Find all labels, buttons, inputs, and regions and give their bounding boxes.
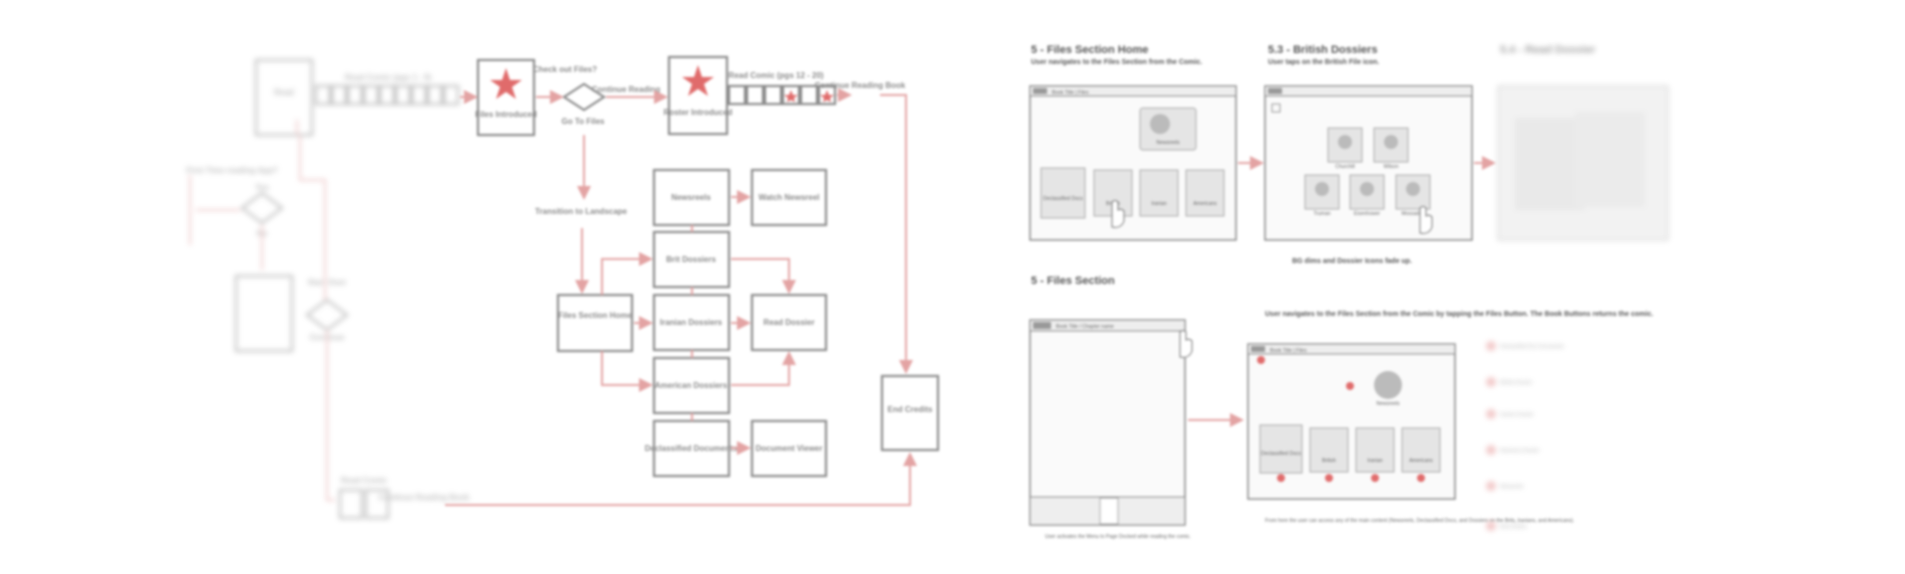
agent-label-4: Mossadeq — [1401, 211, 1424, 217]
first-time-label: First Time reading App? — [186, 166, 278, 175]
annotation-4: Newsreels — [1500, 484, 1524, 490]
continue-reading-book-2-label: Continue Reading Book — [379, 493, 470, 502]
declassified-item: Declassified Docs — [1043, 196, 1083, 202]
film-reel-icon — [1374, 371, 1402, 399]
files-section-home-box — [556, 293, 634, 353]
hand-cursor-icon — [1111, 200, 1125, 228]
agent-label-2: Truman — [1313, 211, 1330, 217]
wireframe-british-dossiers: Churchill Wilson Truman Eisenhower Mossa… — [1264, 85, 1473, 241]
document-viewer-box — [750, 419, 828, 478]
declassified-documents-label: Declassified Documents — [645, 444, 738, 453]
first-time-decision — [240, 191, 284, 225]
newsreels-label: Newsreels — [671, 193, 711, 202]
files-star-icon — [490, 68, 522, 99]
annotation-0: Declassified Doc Documents — [1500, 344, 1564, 350]
watch-newsreel-label: Watch Newsreel — [758, 193, 819, 202]
comic-cover-box — [254, 58, 314, 137]
end-credits-box — [880, 374, 940, 452]
hand-cursor-icon — [1419, 206, 1433, 234]
comic-cover-box-2 — [234, 274, 294, 353]
avatar — [1406, 182, 1420, 196]
iranian-dossiers-label: Iranian Dossiers — [660, 318, 723, 327]
read-comic-3-group: Read Comic Continue Reading Book — [338, 476, 470, 520]
sec4-title: 5 - Files Section — [1031, 275, 1115, 287]
continue-reading-label: Continue Reading — [592, 85, 661, 94]
bg-note: BG dims and Dossier Icons fade up. — [1292, 258, 1412, 265]
british-item-2: British — [1322, 458, 1336, 464]
iranian-item: Iranian — [1151, 201, 1167, 207]
annotation-2: Iranian Dossier — [1500, 412, 1534, 418]
bottom-note: From here the user can access any of the… — [1265, 518, 1574, 524]
continue-reading-book-label: Continue Reading Book — [815, 81, 906, 90]
svg-text:Read: Read — [274, 88, 294, 97]
read-dossier-box — [750, 293, 828, 352]
yes-label: Yes — [255, 183, 269, 192]
iranian-item-2: Iranian — [1367, 458, 1383, 464]
transition-landscape-label: Transition to Landscape — [535, 207, 628, 216]
read-comic-1-label: Read Comic (pgs 1 - 9) — [345, 73, 432, 82]
wireframe-files-section-portrait: Book Title / Chapter name — [1029, 319, 1193, 526]
sec2-title: 5.3 - British Dossiers — [1268, 44, 1377, 56]
sec1-note: User navigates to the Files Section from… — [1031, 59, 1202, 66]
sec2-note: User taps on the British File icon. — [1268, 59, 1379, 66]
avatar — [1384, 135, 1398, 149]
agent-label-1: Wilson — [1383, 164, 1398, 170]
film-reel-icon — [1150, 114, 1170, 134]
agent-label-0: Churchill — [1335, 164, 1354, 170]
agent-avatars: Churchill Wilson Truman Eisenhower Mossa… — [1304, 127, 1431, 217]
annotation-5: Back Button — [1500, 524, 1527, 530]
newsreels-item: Newsreels — [1156, 140, 1180, 146]
roster-introduced-label: Roster Introduced — [664, 108, 733, 117]
flow-edges — [445, 88, 917, 506]
annotation-1: British Dossier — [1500, 380, 1533, 386]
american-item: Americans — [1193, 201, 1217, 207]
agent-label-3: Eisenhower — [1354, 211, 1380, 217]
sec4-note: User navigates to the Files Section from… — [1265, 311, 1653, 318]
header-path: Book Title | Files — [1052, 90, 1089, 96]
go-to-files-label: Go To Files — [562, 117, 606, 126]
avatar — [1360, 182, 1374, 196]
sec1-title: 5 - Files Section Home — [1031, 44, 1148, 56]
header-path-3: Book Title | Files — [1270, 348, 1307, 354]
american-item-2: Americans — [1409, 458, 1433, 464]
header-path-2: Book Title / Chapter name — [1056, 324, 1114, 330]
avatar — [1338, 135, 1352, 149]
declassified-item-2: Declassified Docs — [1261, 451, 1301, 457]
american-dossiers-label: American Dossiers — [655, 381, 728, 390]
comic-pages-strip — [314, 84, 460, 106]
avatar — [1315, 182, 1329, 196]
annotation-3: American Dossier — [1500, 448, 1540, 454]
files-section-home-label: Files Section Home — [558, 311, 632, 320]
end-credits-label: End Credits — [888, 405, 933, 414]
check-out-files-label: Check out Files? — [533, 65, 597, 74]
far-right-region: 5.4 - Read Dossier Declassified Doc Docu… — [1486, 44, 1669, 531]
roster-star-icon — [682, 65, 714, 96]
document-viewer-label: Document Viewer — [756, 444, 823, 453]
read-comic-2-label: Read Comic (pgs 12 - 20) — [728, 71, 823, 80]
declassified-documents-box — [652, 419, 731, 478]
wireframe-files-home: Book Title | Files Newsreels Declassifie… — [1029, 85, 1237, 241]
brit-dossiers-label: Brit Dossiers — [666, 255, 716, 264]
wireframe-files-section-landscape: Book Title | Files Newsreels Declassifie… — [1247, 343, 1456, 500]
check-out-files-decision — [561, 82, 607, 112]
annotation-list: Declassified Doc Documents British Dossi… — [1486, 341, 1564, 531]
comic-pages-strip-2 — [727, 84, 837, 106]
read-comic-3-label: Read Comic — [341, 476, 388, 485]
newsreels-item-2: Newsreels — [1376, 401, 1400, 407]
hand-cursor-icon — [1179, 330, 1193, 358]
flow-main-region: Files Introduced Check out Files? Go To … — [445, 55, 940, 506]
iranian-dossiers-box — [652, 293, 731, 352]
watch-newsreel-box — [750, 168, 828, 227]
flow-left-region: Read Read Comic (pgs 1 - 9) First Time r… — [186, 58, 470, 520]
read-dossier-label: Read Dossier — [763, 318, 814, 327]
red-markers — [1257, 356, 1425, 482]
files-introduced-label: Files Introduced — [475, 110, 537, 119]
start-over-label: Start Over — [308, 278, 347, 287]
left-bottom-note: User activates the Menu to Page Docked w… — [1045, 534, 1191, 540]
sec3-title: 5.4 - Read Dossier — [1500, 44, 1596, 56]
